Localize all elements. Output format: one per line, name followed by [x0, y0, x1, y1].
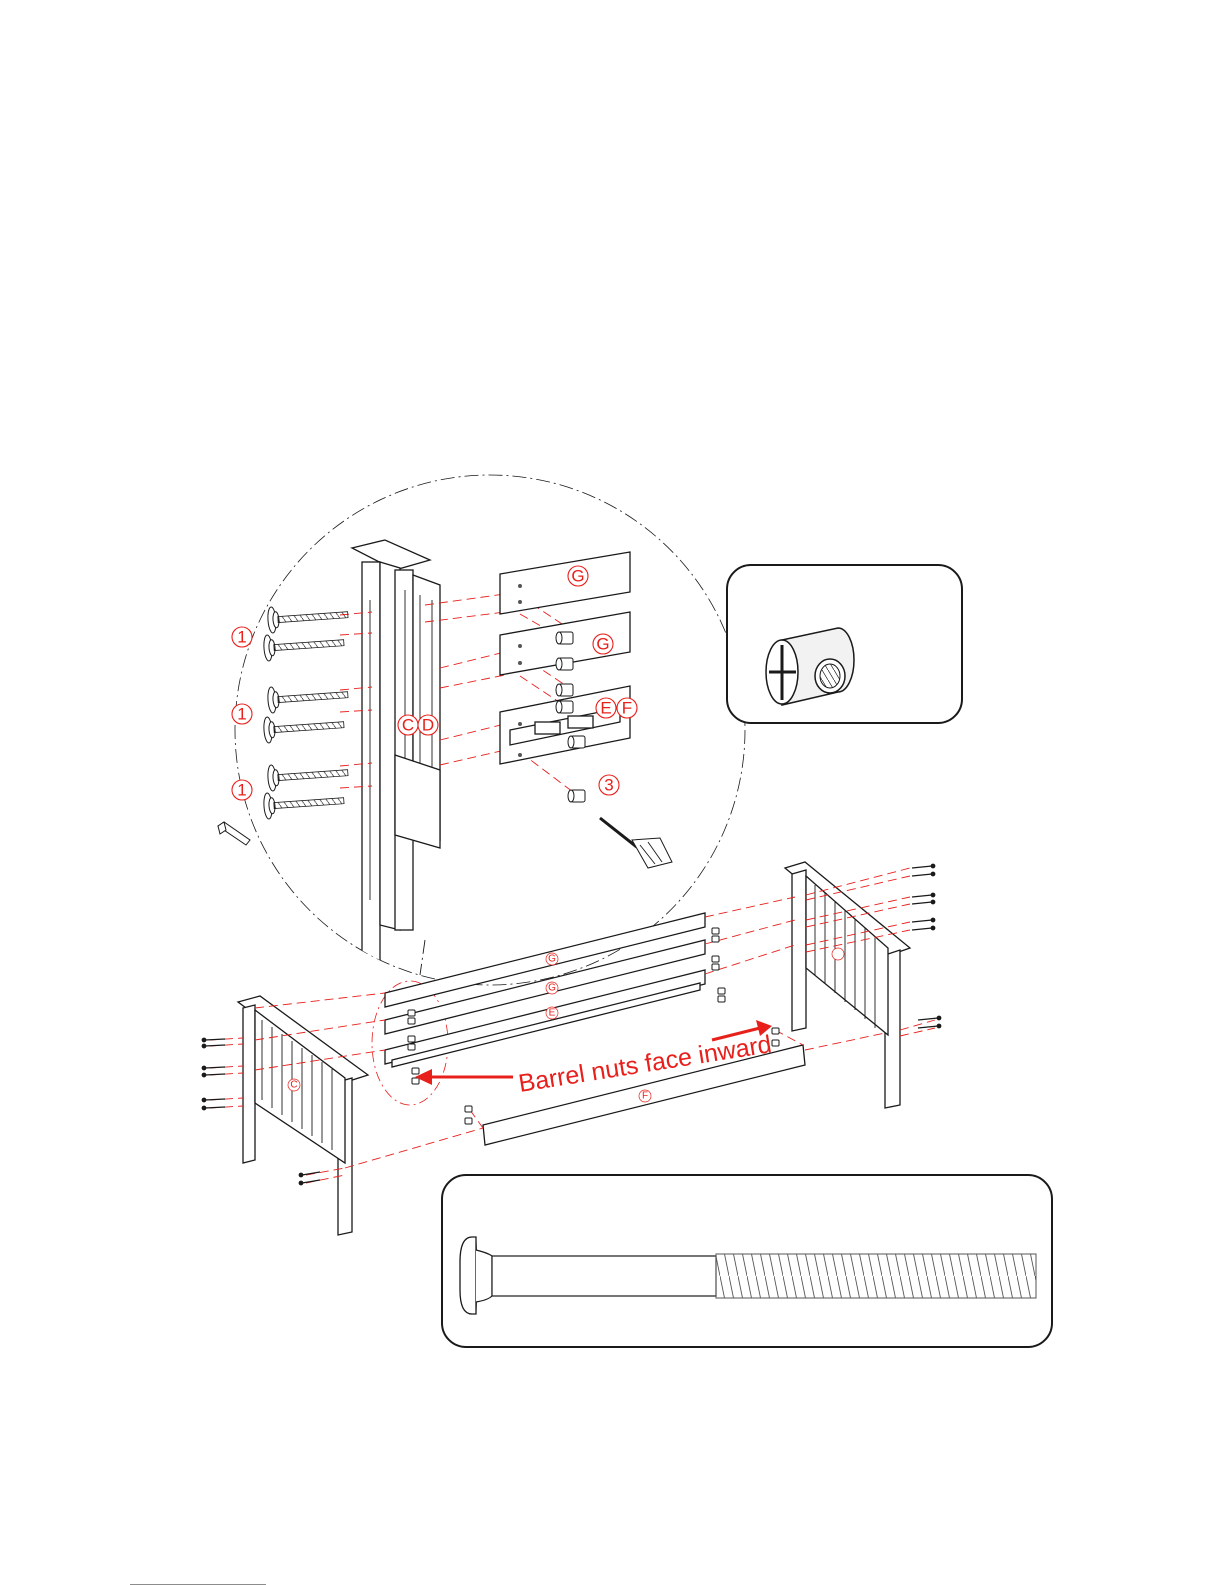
- part-label-g: G: [548, 983, 556, 994]
- footboard: [785, 862, 910, 1108]
- barrel-nut-qty-label: 3: [604, 776, 613, 795]
- part-label-c: C: [402, 716, 414, 735]
- barrel-nut-inset: [727, 565, 962, 723]
- part-label-e: E: [600, 699, 611, 718]
- part-label-f: F: [642, 1091, 648, 1102]
- bolt-qty-label: 1: [237, 628, 246, 647]
- part-label-d: D: [422, 716, 434, 735]
- bolt-inset: [442, 1175, 1052, 1347]
- part-label-c: C: [290, 1080, 297, 1091]
- part-label-e: E: [549, 1008, 556, 1019]
- hex-key-icon: [218, 822, 250, 845]
- detail-zoom-circle: 1 1 1 C D G G E F 3: [218, 475, 745, 985]
- part-label-g: G: [548, 954, 556, 965]
- part-label-f: F: [622, 699, 632, 718]
- headboard-c: C: [238, 996, 368, 1235]
- part-label-g: G: [596, 635, 609, 654]
- part-label-g: G: [571, 567, 584, 586]
- bolt-qty-label: 1: [237, 781, 246, 800]
- bolt-qty-label: 1: [237, 705, 246, 724]
